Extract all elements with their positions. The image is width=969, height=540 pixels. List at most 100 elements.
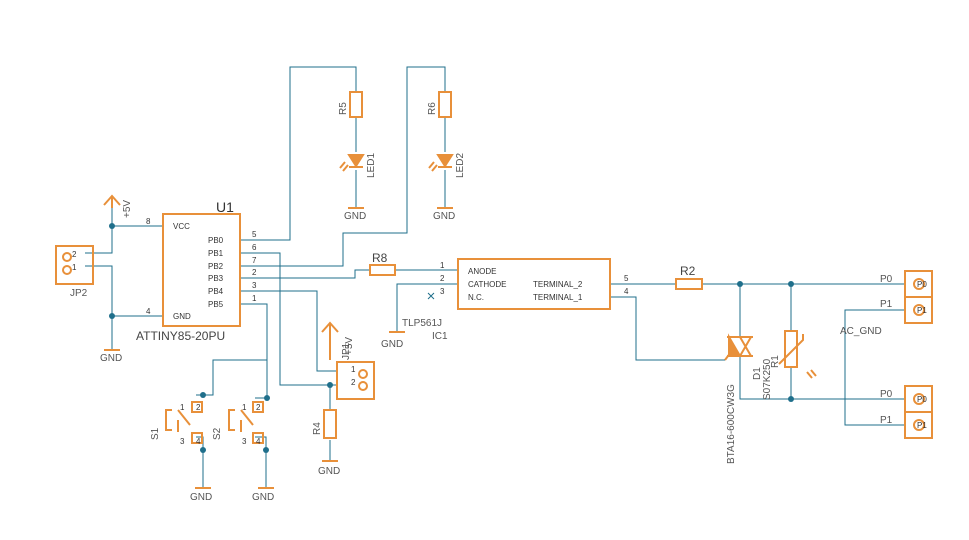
svg-text:3: 3	[242, 437, 247, 446]
r8-resistor[interactable]: R8	[369, 251, 396, 276]
vcc-label-jp1: +5V	[344, 337, 355, 355]
gnd-symbol-led2: GND	[433, 207, 455, 222]
svg-text:P1: P1	[880, 415, 893, 426]
svg-text:PB5: PB5	[208, 300, 224, 309]
vcc-symbol-jp1: +5V	[321, 321, 355, 360]
r5-resistor[interactable]: R5	[338, 91, 363, 118]
gnd-symbol-r4: GND	[318, 460, 340, 477]
gnd-label: GND	[100, 353, 122, 364]
ic1-part: TLP561J	[402, 318, 442, 329]
svg-text:R2: R2	[680, 264, 696, 278]
svg-text:TERMINAL_1: TERMINAL_1	[533, 293, 583, 302]
junction-dots	[109, 223, 794, 453]
svg-text:6: 6	[252, 243, 257, 252]
terminal-block-1[interactable]: P0 P1 P0 P1 AC_GND	[840, 270, 933, 337]
r6-resistor[interactable]: R6	[427, 91, 452, 118]
ic1-optocoupler[interactable]: ANODE CATHODE N.C. TERMINAL_2 TERMINAL_1…	[402, 258, 629, 342]
ic1-ref: IC1	[432, 331, 448, 342]
svg-text:1: 1	[72, 263, 77, 272]
svg-text:5: 5	[252, 230, 257, 239]
ac-gnd-label: AC_GND	[840, 326, 882, 337]
svg-text:R4: R4	[312, 422, 323, 435]
svg-text:2: 2	[351, 378, 356, 387]
svg-text:PB2: PB2	[208, 262, 224, 271]
svg-text:GND: GND	[190, 492, 212, 503]
svg-text:1: 1	[440, 261, 445, 270]
svg-text:PB4: PB4	[208, 287, 224, 296]
svg-text:D1: D1	[752, 367, 763, 380]
svg-text:S2: S2	[212, 427, 223, 440]
svg-text:3: 3	[252, 281, 257, 290]
svg-text:CATHODE: CATHODE	[468, 280, 507, 289]
svg-text:P0: P0	[917, 280, 927, 289]
svg-text:R6: R6	[427, 102, 438, 115]
svg-text:2: 2	[196, 403, 201, 412]
svg-text:LED2: LED2	[455, 153, 466, 178]
svg-text:7: 7	[252, 256, 257, 265]
vcc-symbol-left: +5V	[103, 194, 133, 218]
r4-resistor[interactable]: R4	[312, 409, 337, 439]
svg-text:P1: P1	[917, 306, 927, 315]
svg-text:GND: GND	[381, 339, 403, 350]
svg-text:PB3: PB3	[208, 274, 224, 283]
svg-text:GND: GND	[318, 466, 340, 477]
jp1-connector[interactable]: 1 2 JP1	[336, 342, 375, 400]
gnd-symbol-opto: GND	[381, 331, 405, 350]
svg-text:4: 4	[256, 437, 261, 446]
svg-text:GND: GND	[433, 211, 455, 222]
led1[interactable]: LED1	[339, 153, 377, 178]
svg-text:TERMINAL_2: TERMINAL_2	[533, 280, 583, 289]
svg-text:2: 2	[72, 250, 77, 259]
svg-text:N.C.: N.C.	[468, 293, 484, 302]
jp2-label: JP2	[70, 288, 88, 299]
svg-text:P0: P0	[880, 274, 893, 285]
s2-switch[interactable]: 1 2 3 4 S2	[212, 401, 264, 446]
svg-text:BTA16-600CW3G: BTA16-600CW3G	[726, 384, 737, 464]
svg-text:1: 1	[351, 365, 356, 374]
gnd-symbol-led1: GND	[344, 207, 366, 222]
svg-text:PB0: PB0	[208, 236, 224, 245]
s1-switch[interactable]: 1 2 3 4 S1	[150, 401, 203, 446]
svg-text:R8: R8	[372, 251, 388, 265]
svg-text:GND: GND	[252, 492, 274, 503]
u1-ref: U1	[216, 199, 234, 215]
jp1-label: JP1	[341, 342, 352, 360]
svg-text:4: 4	[146, 307, 151, 316]
gnd-symbol-left: GND	[100, 349, 122, 364]
svg-text:P0: P0	[880, 389, 893, 400]
svg-text:3: 3	[180, 437, 185, 446]
gnd-symbol-s1: GND	[190, 487, 212, 503]
svg-text:2: 2	[252, 268, 257, 277]
r2-resistor[interactable]: R2	[675, 264, 703, 290]
r1-varistor[interactable]: S07K250 R1	[762, 330, 817, 400]
svg-text:R5: R5	[338, 102, 349, 115]
wires	[85, 66, 905, 488]
svg-text:1: 1	[180, 403, 185, 412]
u1-part: ATTINY85-20PU	[136, 329, 225, 343]
svg-text:5: 5	[624, 274, 629, 283]
svg-text:2: 2	[440, 274, 445, 283]
svg-text:4: 4	[624, 287, 629, 296]
svg-text:1: 1	[242, 403, 247, 412]
svg-text:S1: S1	[150, 427, 161, 440]
vcc-label: +5V	[122, 200, 133, 218]
svg-text:3: 3	[440, 287, 445, 296]
svg-text:PB1: PB1	[208, 249, 224, 258]
svg-text:GND: GND	[344, 211, 366, 222]
svg-text:P1: P1	[880, 299, 893, 310]
u1-attiny85[interactable]: U1 ATTINY85-20PU VCC GND 8 4 PB0 PB1 PB2…	[136, 199, 257, 343]
svg-text:ANODE: ANODE	[468, 267, 496, 276]
jp2-connector[interactable]: 2 1 JP2	[55, 245, 94, 299]
d1-triac[interactable]: BTA16-600CW3G D1	[724, 333, 763, 464]
svg-text:2: 2	[256, 403, 261, 412]
svg-text:P1: P1	[917, 421, 927, 430]
svg-text:S07K250: S07K250	[762, 358, 773, 400]
svg-text:VCC: VCC	[173, 222, 190, 231]
svg-text:1: 1	[252, 294, 257, 303]
svg-text:R1: R1	[770, 355, 781, 368]
led2[interactable]: LED2	[428, 153, 466, 178]
svg-text:LED1: LED1	[366, 153, 377, 178]
terminal-block-2[interactable]: P0 P1 P0 P1	[880, 385, 933, 439]
gnd-symbol-s2: GND	[252, 487, 274, 503]
